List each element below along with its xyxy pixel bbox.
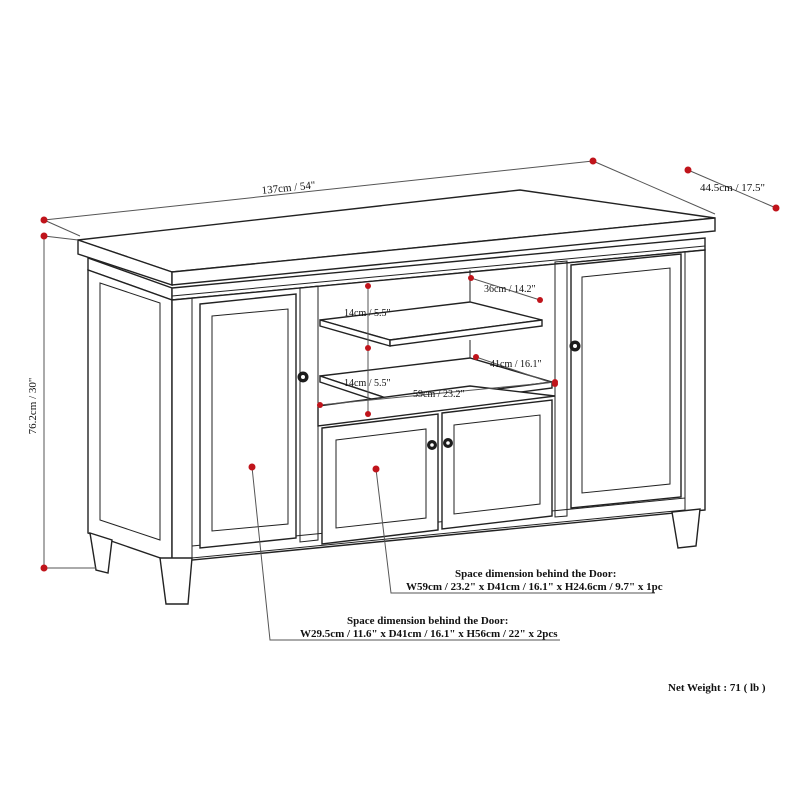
cabinet-top bbox=[77, 189, 716, 286]
shelf-bottom-depth-label: 41cm / 16.1" bbox=[490, 359, 542, 370]
width-marker-right bbox=[589, 157, 597, 165]
bottom-shelf-depth-marker-a bbox=[473, 354, 479, 360]
height-marker-top bbox=[40, 232, 48, 240]
height-marker-bottom bbox=[40, 564, 48, 572]
width-marker-left bbox=[40, 216, 48, 224]
shelf-top-depth-label: 36cm / 14.2" bbox=[484, 284, 536, 295]
depth-label: 44.5cm / 17.5" bbox=[700, 182, 765, 194]
door-space-notes: Space dimension behind the Door: W59cm /… bbox=[300, 568, 663, 640]
height-label: 76.2cm / 30" bbox=[27, 378, 39, 435]
shelf-width-marker-left bbox=[317, 402, 323, 408]
shelf-height-marker-bottom bbox=[365, 411, 371, 417]
dimension-lines bbox=[40, 157, 780, 641]
dimension-labels: 137cm / 54" 44.5cm / 17.5" 76.2cm / 30" … bbox=[27, 179, 765, 434]
top-shelf-depth-marker-b bbox=[537, 297, 543, 303]
top-shelf-depth-marker-a bbox=[468, 275, 474, 281]
cabinet-left-side bbox=[87, 269, 173, 563]
shelf-top-height-label: 14cm / 5.5" bbox=[344, 308, 391, 319]
cabinet-drawing bbox=[77, 189, 716, 605]
shelf-height-marker-top bbox=[365, 283, 371, 289]
width-label: 137cm / 54" bbox=[261, 179, 316, 197]
shelf-width-marker-right bbox=[552, 379, 558, 385]
center-door-note-title: Space dimension behind the Door: bbox=[455, 568, 616, 580]
depth-marker-top bbox=[684, 166, 692, 174]
center-door-note-detail: W59cm / 23.2" x D41cm / 16.1" x H24.6cm … bbox=[406, 581, 663, 593]
center-lower-doors bbox=[321, 399, 553, 545]
depth-marker-bottom bbox=[772, 204, 780, 212]
shelf-width-label: 59cm / 23.2" bbox=[413, 389, 465, 400]
open-shelving bbox=[317, 270, 556, 427]
center-door-callout-marker bbox=[372, 465, 380, 473]
side-door-note-title: Space dimension behind the Door: bbox=[347, 615, 508, 627]
side-door-note-detail: W29.5cm / 11.6" x D41cm / 16.1" x H56cm … bbox=[300, 628, 558, 640]
cabinet-apron bbox=[87, 237, 706, 301]
cabinet-legs bbox=[89, 508, 701, 605]
side-door-callout-marker bbox=[248, 463, 256, 471]
left-door bbox=[199, 293, 309, 549]
shelf-bottom-height-label: 14cm / 5.5" bbox=[344, 378, 391, 389]
shelf-height-marker-mid bbox=[365, 345, 371, 351]
right-door bbox=[569, 253, 682, 509]
net-weight-label: Net Weight : 71 ( lb ) bbox=[668, 682, 766, 694]
